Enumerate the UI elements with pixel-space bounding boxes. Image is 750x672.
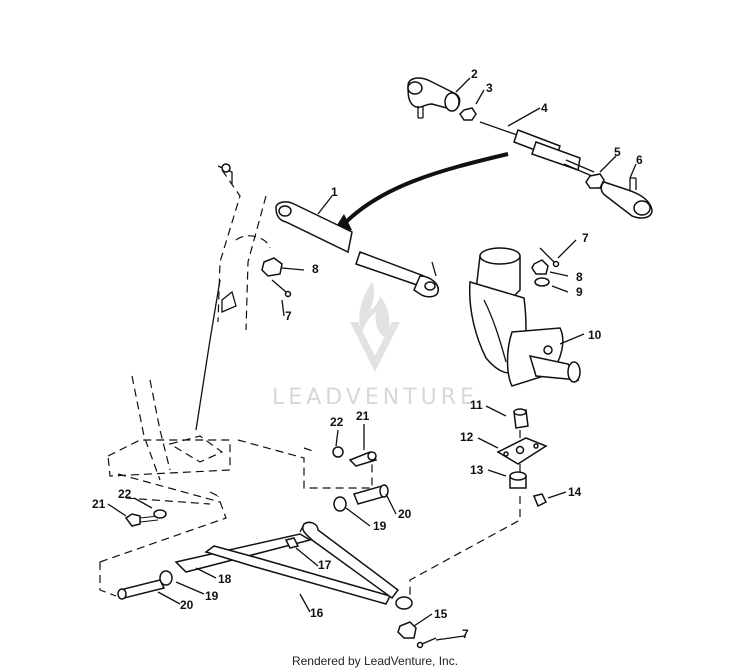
a-arm-bolt-left [124,513,159,527]
a-arm-bolt-right [348,451,378,467]
callout-7-upper-left: 7 [285,309,292,323]
callout-14: 14 [568,485,582,499]
callout-19-left: 19 [205,589,219,603]
callout-9: 9 [576,285,583,299]
cotter-pin-upper-left [271,279,292,298]
a-arm-pivot-tube-left [117,579,166,600]
steering-post-outline [195,163,271,431]
footer-credit: Rendered by LeadVenture, Inc. [291,654,459,668]
castle-nut-lower [397,621,417,639]
callout-7-spindle: 7 [582,231,589,245]
kingpin-bushing [509,471,527,489]
tie-rod-tube [479,121,595,177]
callout-3: 3 [486,81,493,95]
leader-lines [107,77,637,641]
cotter-pin-lower [416,637,437,649]
callout-16: 16 [310,606,324,620]
callout-20-right: 20 [398,507,412,521]
cotter-pin-spindle [539,247,560,268]
a-arm [174,521,413,610]
callout-20-left: 20 [180,598,194,612]
watermark-brand-text: LEADVENTURE [272,385,478,410]
assembly-guide-lines [99,430,521,597]
kingpin-bolt [513,408,529,429]
callout-5: 5 [614,145,621,159]
grease-fitting [532,493,548,508]
tie-rod-end-right [600,177,653,219]
callout-12: 12 [460,430,474,444]
callout-22-left: 22 [118,487,132,501]
callout-21-left: 21 [92,497,106,511]
callout-13: 13 [470,463,484,477]
washer-spindle [534,277,550,287]
castle-nut-spindle [531,259,549,275]
tie-rod-end-left [407,77,461,119]
callout-6: 6 [636,153,643,167]
tie-rod-link [275,201,439,298]
a-arm-washer-left [153,509,167,519]
jam-nut-right [585,173,605,189]
callout-4: 4 [541,101,548,115]
callout-15: 15 [434,607,448,621]
callout-1: 1 [331,185,338,199]
callout-7-lower: 7 [462,627,469,641]
callout-18: 18 [218,572,232,586]
grease-zerk-a-arm [284,537,300,549]
leadventure-watermark: LEADVENTURE [272,282,478,410]
jam-nut-left [459,107,477,121]
flame-logo [350,282,400,372]
callout-8-upper-left: 8 [312,262,319,276]
castle-nut-upper-left [261,257,283,277]
callout-labels: 2 3 4 5 6 1 8 7 7 8 9 10 11 12 13 14 22 … [92,67,643,641]
a-arm-bushing-left [159,570,173,586]
callout-8-spindle: 8 [576,270,583,284]
a-arm-washer-right [332,446,344,458]
a-arm-bushing-right [333,496,347,512]
callout-10: 10 [588,328,602,342]
callout-11: 11 [470,398,483,412]
callout-21-right: 21 [356,409,370,423]
callout-19-right: 19 [373,519,387,533]
steering-post-dashed-frame [107,375,231,505]
callout-2: 2 [471,67,478,81]
a-arm-pivot-tube-right [352,484,389,505]
install-direction-arrow [330,152,509,236]
callout-22-right: 22 [330,415,344,429]
spindle-knuckle [468,247,581,387]
callout-17: 17 [318,558,332,572]
kingpin-plate [496,437,548,465]
